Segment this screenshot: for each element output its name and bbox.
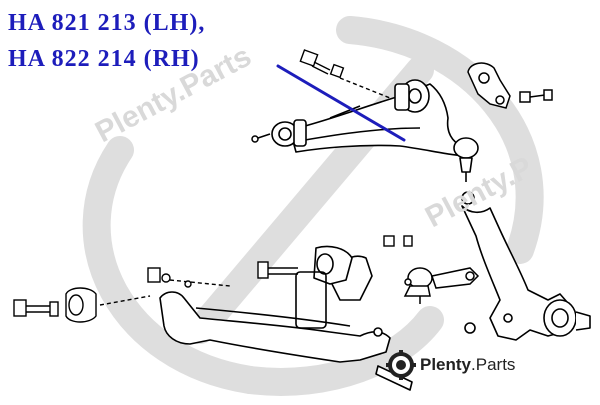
part-number-rh: HA 822 214 (RH) [8, 46, 200, 72]
brand-logo: Plenty.Parts [386, 350, 515, 380]
watermark-logo [82, 16, 544, 396]
upper-bolt [299, 49, 391, 99]
lower-control-arm [159, 245, 413, 391]
part-pointer-line [276, 64, 406, 142]
upper-control-arm [271, 79, 479, 182]
upper-bracket [251, 62, 553, 143]
lower-hardware [13, 235, 413, 323]
steering-knuckle [461, 191, 591, 341]
brand-name-rest: .Parts [471, 355, 516, 374]
brand-name-bold: Plenty [420, 355, 472, 374]
lower-ball-joint [403, 267, 480, 304]
part-number-lh: HA 821 213 (LH), [8, 10, 206, 36]
plenty-parts-gear-logo-icon [386, 350, 416, 380]
